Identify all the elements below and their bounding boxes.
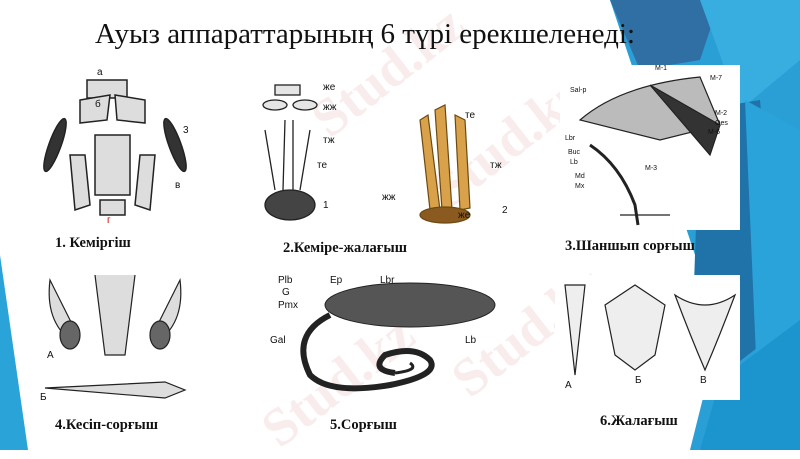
figure-label: В: [700, 375, 707, 386]
caption-cutting-sucking: 4.Кесіп-сорғыш: [55, 417, 158, 433]
caption-chewing: 1. Кеміргіш: [55, 235, 131, 251]
figure-label: же: [458, 210, 471, 221]
figure-label: 1: [323, 200, 329, 211]
figure-label: же: [323, 82, 336, 93]
figure-label: M-1: [655, 65, 668, 72]
figure-label: Md: [575, 173, 585, 180]
figure-chewing-lapping-1: же жж тж те 1: [245, 80, 345, 225]
figure-label: Sal-p: [570, 87, 587, 94]
caption-piercing-sucking: 3.Шаншып сорғыш: [565, 238, 695, 254]
figure-label: жж: [323, 102, 337, 113]
figure-label: M-6: [708, 129, 721, 136]
caption-sucking: 5.Сорғыш: [330, 417, 397, 433]
figure-label: А: [47, 350, 54, 361]
figure-label: а: [97, 67, 103, 78]
figure-label: M-7: [710, 75, 723, 82]
figure-label: те: [465, 110, 476, 121]
figure-label: M-3: [645, 165, 658, 172]
figure-label: Gal: [270, 335, 286, 346]
figure-label: M-2: [715, 110, 728, 117]
figure-label: жж: [382, 192, 396, 203]
figure-label: г: [107, 215, 111, 226]
figure-label: Б: [40, 392, 47, 403]
figure-label: G: [282, 287, 290, 298]
figure-label: Lb: [570, 159, 578, 166]
slide-title: Ауыз аппараттарының 6 түрі ерекшеленеді:: [95, 18, 636, 50]
figure-label: Б: [635, 375, 642, 386]
figure-label: Lbr: [380, 275, 395, 286]
caption-chewing-lapping: 2.Кеміре-жалағыш: [283, 240, 407, 256]
figure-label: Pmx: [278, 300, 298, 311]
caption-lapping: 6.Жалағыш: [600, 413, 678, 429]
figure-label: Ep: [330, 275, 343, 286]
figure-label: 2: [502, 205, 508, 216]
figure-sucking: Plb G Pmx Gal Ep Lbr Lb: [270, 275, 500, 400]
figure-lapping: А Б В: [555, 275, 740, 400]
figure-label: тж: [490, 160, 502, 171]
figure-label: Lbr: [565, 135, 576, 142]
figure-label: А: [565, 380, 572, 391]
figure-label: Plb: [278, 275, 293, 286]
figure-label: Buc: [568, 149, 581, 156]
figure-piercing-sucking: M-1 M-7 Sal-p M-2 Oes M-6 Lbr Buc Lb M-3…: [560, 65, 740, 230]
figure-chewing-mouthparts: а б 3 г в: [35, 65, 195, 230]
figure-label: 3: [183, 125, 189, 136]
figure-label: Oes: [715, 120, 728, 127]
figure-label: тж: [323, 135, 335, 146]
figure-chewing-lapping-2: те тж жж же 2: [380, 90, 515, 225]
figure-cutting-sucking: А Б: [35, 270, 195, 410]
figure-label: в: [175, 180, 181, 191]
figure-label: б: [95, 99, 101, 110]
figure-label: те: [317, 160, 328, 171]
figure-label: Lb: [465, 335, 477, 346]
figure-label: Mx: [575, 183, 585, 190]
